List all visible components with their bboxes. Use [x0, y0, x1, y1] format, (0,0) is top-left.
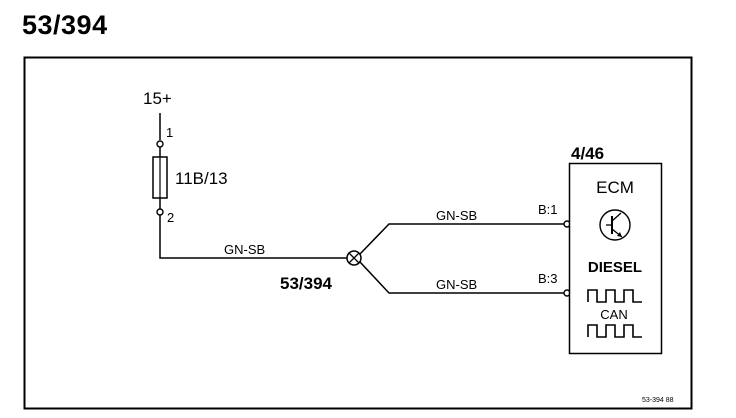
pin-2-connector	[156, 208, 164, 216]
wire-label-splice-to-b3: GN-SB	[436, 277, 477, 292]
ecm-box	[568, 162, 663, 355]
ecm-id-label: 4/46	[571, 144, 604, 163]
page-title: 53/394	[22, 10, 108, 40]
pin-2-label: 2	[167, 210, 174, 225]
pin-b3-label: B:3	[538, 271, 558, 286]
wire-label-splice-to-b1: GN-SB	[436, 208, 477, 223]
ecm-bus-label: CAN	[600, 307, 627, 322]
pin-1-label: 1	[166, 125, 173, 140]
diagram-frame	[23, 56, 693, 410]
square-wave-icon-lower	[587, 324, 642, 338]
ecm-variant-label: DIESEL	[588, 259, 642, 276]
wire-fuse-to-splice	[159, 215, 347, 259]
wire-splice-to-b3	[359, 261, 564, 294]
transistor-icon	[599, 209, 631, 241]
wire-label-fuse-to-splice: GN-SB	[224, 242, 265, 257]
splice-icon	[346, 250, 362, 266]
footer-reference: 53-394 88	[642, 397, 674, 404]
ecm-name-label: ECM	[596, 178, 634, 197]
fuse-icon	[152, 156, 168, 199]
splice-label: 53/394	[280, 274, 333, 293]
pin-1-connector	[156, 140, 164, 148]
wire-splice-to-b1	[359, 223, 564, 255]
square-wave-icon-upper	[587, 289, 642, 303]
fuse-label: 11B/13	[175, 169, 228, 188]
pin-b1-label: B:1	[538, 202, 558, 217]
supply-label: 15+	[143, 89, 172, 108]
